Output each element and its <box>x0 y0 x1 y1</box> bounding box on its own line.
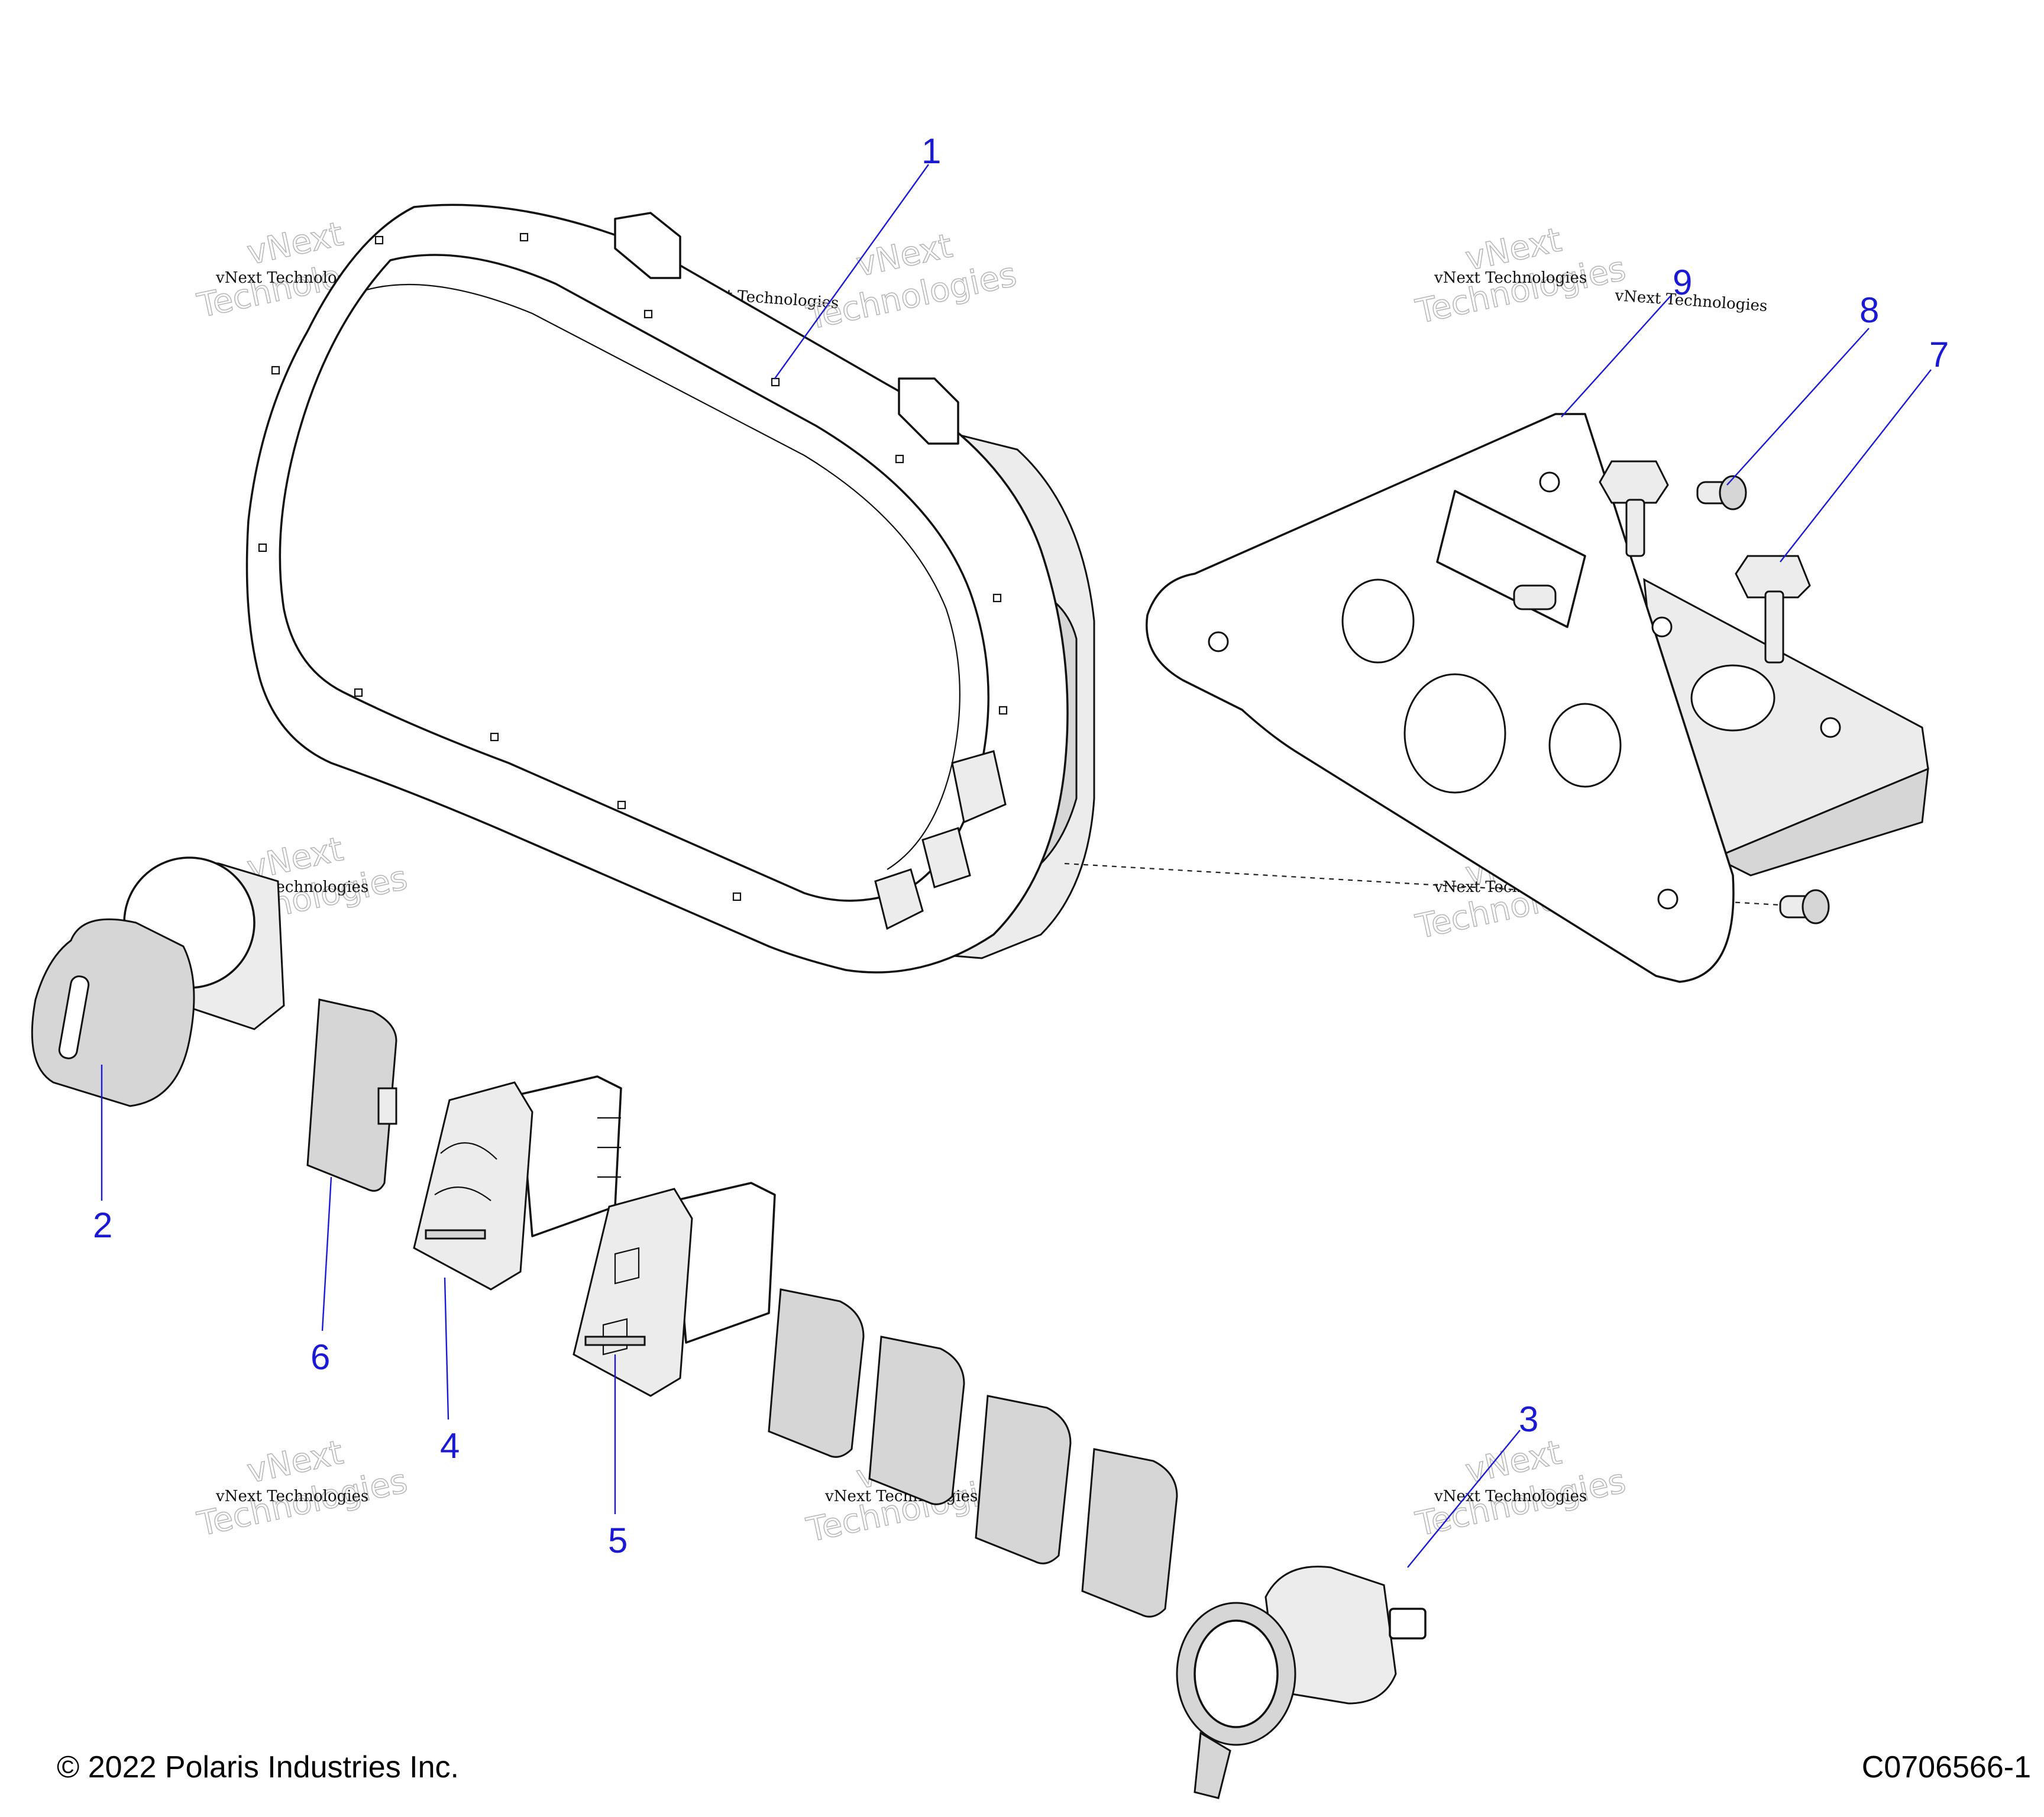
callout-3: 3 <box>1519 1399 1538 1439</box>
push-rivet-lower <box>1779 889 1830 924</box>
instrument-cluster-bezel <box>245 203 1095 974</box>
watermark-top-center: vNext Technologies <box>803 226 1020 338</box>
watermark-bottom-right: vNext Technologies <box>1412 1433 1629 1544</box>
callout-8: 8 <box>1859 290 1879 330</box>
blank-switch-plug <box>306 998 397 1192</box>
rocker-switch-awd <box>573 1182 776 1397</box>
power-outlet <box>1176 1566 1427 1799</box>
callout-4: 4 <box>440 1426 460 1466</box>
callout-2: 2 <box>93 1205 112 1245</box>
watermark-text-10: vNext Technologies <box>1434 1488 1587 1505</box>
blank-plug-1 <box>768 1288 865 1458</box>
callout-9: 9 <box>1673 263 1692 302</box>
callout-5: 5 <box>608 1521 628 1560</box>
rocker-switch-lights <box>413 1075 622 1291</box>
figure-code: C0706566-1 <box>1861 1750 2031 1784</box>
blank-plug-4 <box>1081 1448 1178 1618</box>
flange-bolt <box>1735 555 1811 664</box>
callout-7: 7 <box>1929 335 1949 374</box>
push-rivet <box>1696 475 1747 510</box>
watermark-bottom-left: vNext Technologies <box>193 1433 411 1544</box>
flange-bolt-bracket <box>1599 460 1669 557</box>
callout-6: 6 <box>311 1337 330 1377</box>
copyright-notice: © 2022 Polaris Industries Inc. <box>57 1750 459 1784</box>
ignition-switch <box>31 856 285 1107</box>
blank-plug-3 <box>975 1395 1072 1564</box>
watermark-text-8: vNext Technologies <box>215 1488 368 1505</box>
blank-plug-2 <box>868 1336 965 1505</box>
callout-1: 1 <box>921 131 941 171</box>
leader-lines <box>101 164 1932 1568</box>
watermark-text-3: vNext Technologies <box>1434 269 1587 287</box>
mounting-bracket <box>1146 413 1929 983</box>
